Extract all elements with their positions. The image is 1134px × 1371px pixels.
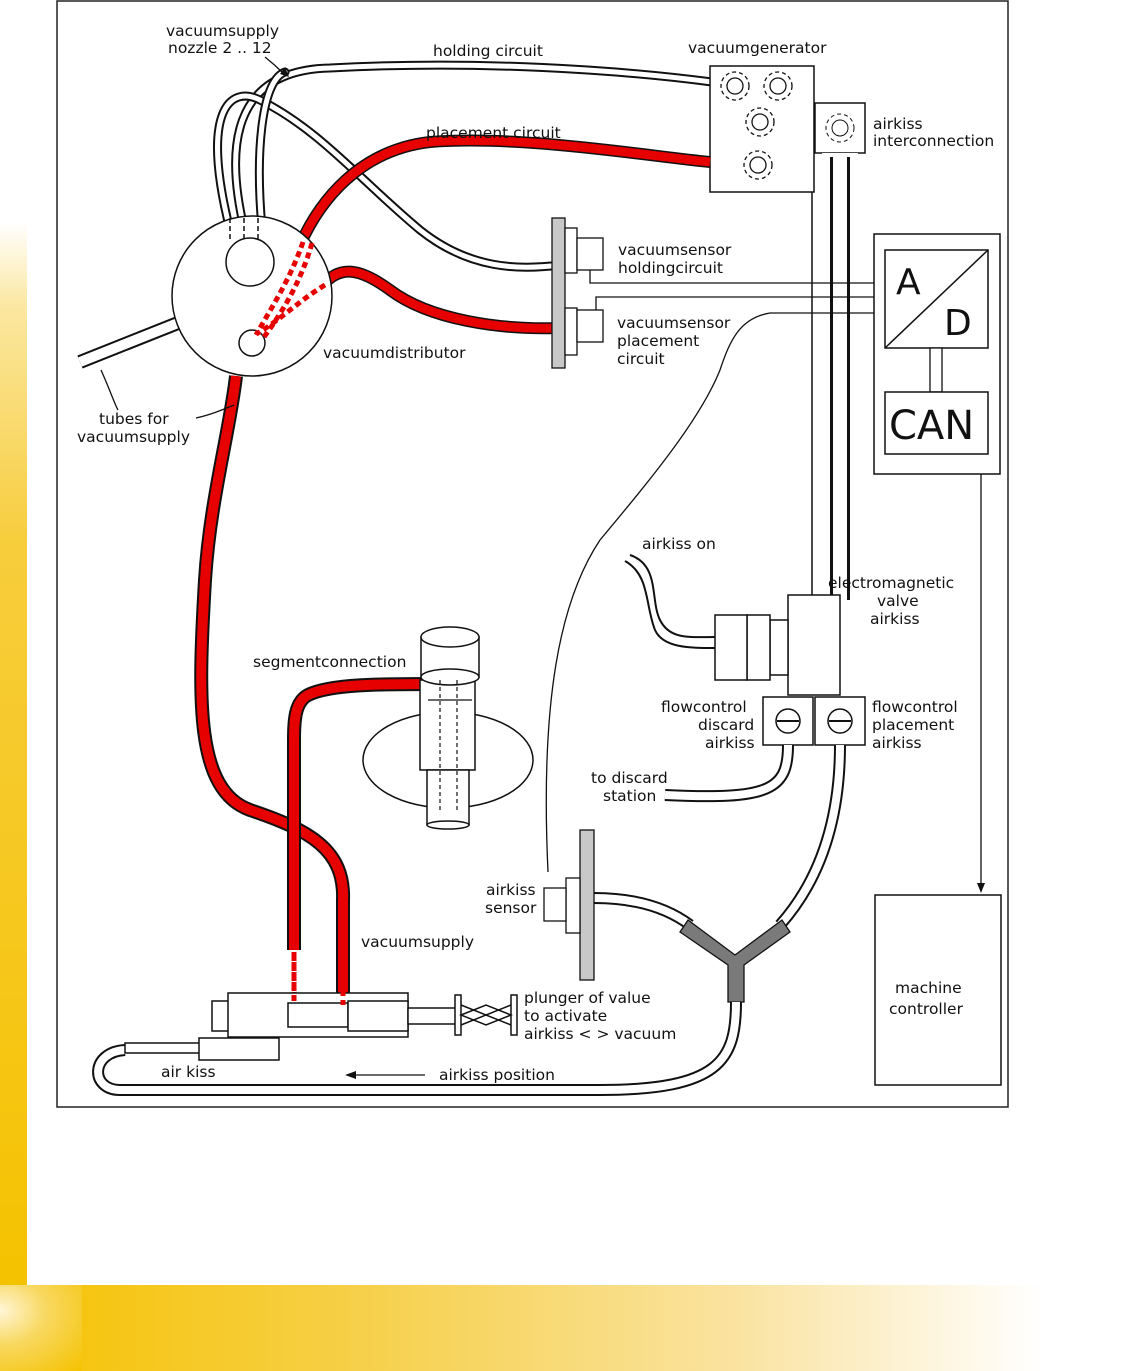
bottom-accent-bar bbox=[0, 1285, 1134, 1371]
label-to-discard-2: station bbox=[603, 787, 656, 805]
label-vacuumsensor-holding-1: vacuumsensor bbox=[618, 241, 732, 259]
label-airkiss-sensor-1: airkiss bbox=[486, 881, 536, 899]
label-vacuumsupply-nozzle-2: nozzle 2 .. 12 bbox=[168, 39, 272, 57]
label-airkiss-sensor-2: sensor bbox=[485, 899, 537, 917]
label-vacuumsupply-nozzle-1: vacuumsupply bbox=[166, 22, 279, 40]
diagram-frame bbox=[56, 0, 1009, 1108]
label-to-discard-1: to discard bbox=[591, 769, 668, 787]
label-can: CAN bbox=[889, 403, 974, 449]
label-vacuumsensor-holding-2: holdingcircuit bbox=[618, 259, 723, 277]
plunger-vacuum-ports bbox=[291, 955, 346, 1005]
label-airkiss-position: airkiss position bbox=[439, 1066, 555, 1084]
label-plunger-3: airkiss < > vacuum bbox=[524, 1025, 676, 1043]
vacuumdistributor-disk bbox=[171, 215, 333, 377]
label-em-valve-3: airkiss bbox=[870, 610, 920, 628]
flowcontrol-discard bbox=[762, 696, 814, 746]
label-flow-placement-2: placement bbox=[872, 716, 954, 734]
airkiss-on-wire bbox=[624, 554, 716, 649]
machine-controller-box bbox=[874, 894, 1002, 1086]
label-vacuumsupply: vacuumsupply bbox=[361, 933, 474, 951]
label-vacuumdistributor: vacuumdistributor bbox=[323, 344, 466, 362]
vacuumsupply-tube-stub bbox=[77, 316, 181, 369]
vacuumsensor-plate bbox=[551, 217, 566, 369]
airkiss-sensor bbox=[543, 829, 595, 981]
nozzle-supply-tube bbox=[213, 91, 565, 272]
label-machine-controller-2: controller bbox=[889, 1000, 964, 1018]
label-vacuumsensor-placement-3: circuit bbox=[617, 350, 665, 368]
label-flow-placement-1: flowcontrol bbox=[872, 698, 958, 716]
label-tubes-2: vacuumsupply bbox=[77, 428, 190, 446]
label-flow-discard-3: airkiss bbox=[705, 734, 755, 752]
can-bus-box bbox=[884, 391, 989, 455]
label-vacuumgenerator: vacuumgenerator bbox=[688, 39, 827, 57]
nozzle-segment bbox=[362, 626, 534, 830]
label-vacuumsensor-placement-2: placement bbox=[617, 332, 699, 350]
label-airkiss-interconnection-2: interconnection bbox=[873, 132, 994, 150]
electromagnetic-valve bbox=[714, 594, 841, 696]
label-ad-d: D bbox=[944, 303, 972, 344]
label-airkiss-interconnection-1: airkiss bbox=[873, 115, 923, 133]
label-plunger-1: plunger of value bbox=[524, 989, 651, 1007]
distributor-internal-channels bbox=[253, 241, 327, 339]
vacuumgenerator-ports bbox=[720, 71, 793, 180]
corner-accent-block bbox=[0, 1285, 82, 1371]
airkiss-interconnection-tube bbox=[811, 153, 850, 600]
label-segmentconnection: segmentconnection bbox=[253, 653, 406, 671]
y-connector bbox=[679, 919, 791, 1003]
nozzle-supply-tube-2 bbox=[254, 67, 290, 233]
flowcontrol-placement bbox=[814, 696, 866, 746]
holding-circuit-tube bbox=[231, 60, 717, 237]
label-em-valve-2: valve bbox=[877, 592, 919, 610]
label-placement-circuit: placement circuit bbox=[426, 124, 561, 142]
label-ad-a: A bbox=[896, 262, 921, 303]
label-flow-placement-3: airkiss bbox=[872, 734, 922, 752]
label-tubes-1: tubes for bbox=[99, 410, 169, 428]
label-airkiss-on: airkiss on bbox=[642, 535, 716, 553]
plunger-valve bbox=[124, 992, 518, 1061]
label-machine-controller-1: machine bbox=[895, 979, 962, 997]
left-accent-bar bbox=[0, 222, 27, 1288]
label-flow-discard-2: discard bbox=[698, 716, 754, 734]
label-vacuumsensor-placement-1: vacuumsensor bbox=[617, 314, 731, 332]
label-em-valve-1: electromagnetic bbox=[828, 574, 954, 592]
label-plunger-2: to activate bbox=[524, 1007, 607, 1025]
label-air-kiss: air kiss bbox=[161, 1063, 216, 1081]
label-flow-discard-1: flowcontrol bbox=[661, 698, 747, 716]
label-holding-circuit: holding circuit bbox=[433, 42, 543, 60]
sensor-signal-lines bbox=[545, 270, 880, 873]
